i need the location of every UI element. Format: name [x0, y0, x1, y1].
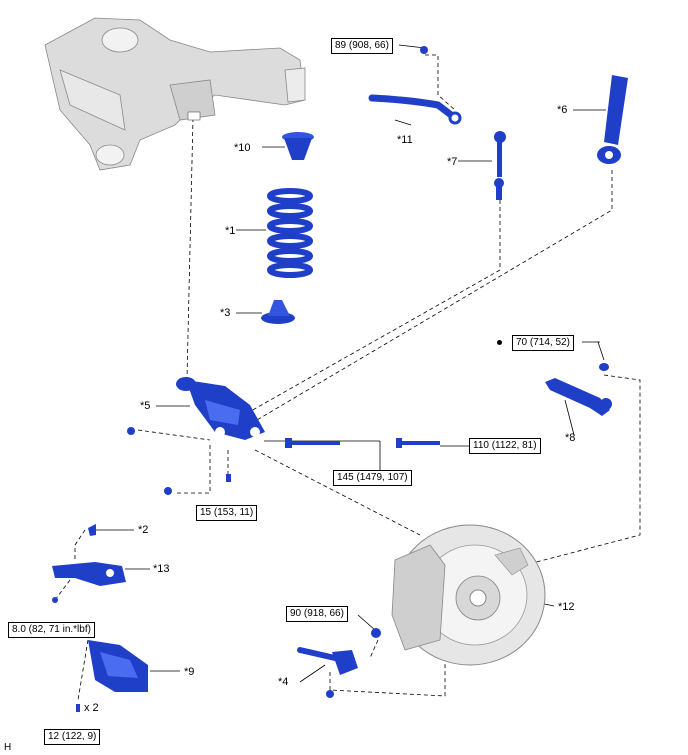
torque-89: 89 (908, 66)	[331, 38, 393, 54]
torque-8: 8.0 (82, 71 in.*lbf)	[8, 622, 95, 638]
callout-1: *1	[225, 225, 236, 237]
dashed-guides	[54, 54, 641, 701]
part-1-coil-spring	[267, 188, 313, 278]
torque-90: 90 (918, 66)	[286, 606, 348, 622]
part-7-stabilizer-link	[494, 131, 506, 200]
torque-15: 15 (153, 11)	[196, 505, 258, 521]
part-6-shock-absorber	[597, 75, 628, 164]
part-3-spring-seat	[261, 300, 295, 324]
callout-13: *13	[153, 563, 170, 575]
callout-7: *7	[447, 156, 458, 168]
callout-5: *5	[140, 400, 151, 412]
part-12-brake-assembly	[391, 524, 546, 666]
part-4-rod	[297, 628, 381, 698]
callout-8: *8	[565, 432, 576, 444]
part-9-cover	[76, 640, 148, 712]
torque-12: 12 (122, 9)	[44, 729, 101, 745]
suspension-subframe	[44, 17, 306, 171]
part-8-link	[545, 378, 612, 416]
callout-11: *11	[397, 134, 413, 146]
part-5-lower-arm	[176, 377, 265, 440]
callout-3: *3	[220, 307, 231, 319]
callout-2: *2	[138, 524, 149, 536]
callout-10: *10	[234, 142, 251, 154]
corner-mark: H	[4, 742, 12, 753]
torque-70: 70 (714, 52)	[512, 335, 574, 351]
callout-9: *9	[184, 666, 195, 678]
part-11-stabilizer-bar	[368, 94, 462, 125]
part-13-bracket	[52, 524, 126, 603]
torque-145: 145 (1479, 107)	[333, 470, 412, 486]
quantity-x2: x 2	[84, 702, 99, 714]
part-10-bump-stopper	[282, 132, 314, 160]
nut	[420, 46, 428, 54]
callout-6: *6	[557, 104, 568, 116]
torque-110: 110 (1122, 81)	[469, 438, 541, 454]
new-part-bullet-icon	[497, 340, 502, 345]
fastener-bolts	[127, 363, 609, 495]
callout-12: *12	[558, 601, 575, 613]
callout-4: *4	[278, 676, 289, 688]
